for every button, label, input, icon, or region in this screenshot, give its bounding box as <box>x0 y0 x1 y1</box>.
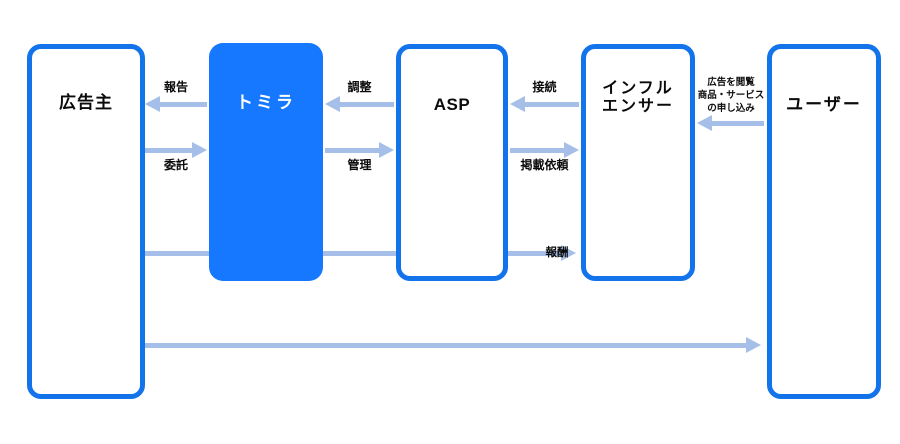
influencer-label-line1: インフル <box>602 80 674 97</box>
user-application-label-line2: 商品・サービス <box>697 90 765 101</box>
adjust-label: 調整 <box>347 80 372 94</box>
entrust-arrow-shaft <box>145 147 192 153</box>
advertiser-label: 広告主 <box>59 93 113 112</box>
arrowhead-left-icon <box>510 96 525 112</box>
influencer-box: インフル エンサー <box>581 44 695 281</box>
entrust-arrow <box>145 142 207 158</box>
report-label: 報告 <box>163 80 188 94</box>
posting-request-arrow <box>510 142 579 158</box>
user-box: ユーザー <box>767 44 881 399</box>
connect-label: 接続 <box>532 80 557 94</box>
arrowhead-right-icon <box>564 142 579 158</box>
userapp-arrow-shaft <box>712 120 764 126</box>
connect-arrow <box>510 96 579 112</box>
arrowhead-left-icon <box>145 96 160 112</box>
adjust-arrow <box>325 96 394 112</box>
manage-arrow-shaft <box>325 147 379 153</box>
posting-arrow-shaft <box>510 147 564 153</box>
arrowhead-left-icon <box>325 96 340 112</box>
manage-arrow <box>325 142 394 158</box>
report-arrow <box>145 96 207 112</box>
asp-label: ASP <box>433 95 471 114</box>
influencer-label: インフル エンサー <box>586 80 690 116</box>
reward-arrow-shaft <box>145 250 561 256</box>
influencer-label-line2: エンサー <box>601 98 674 115</box>
manage-label: 管理 <box>347 158 372 172</box>
arrowhead-left-icon <box>697 115 712 131</box>
tomira-box: トミラ <box>209 43 323 281</box>
report-arrow-shaft <box>160 101 207 107</box>
user-label: ユーザー <box>786 95 862 114</box>
reward-arrow <box>145 245 576 261</box>
user-application-label-line3: の申し込み <box>707 103 755 114</box>
tomira-label: トミラ <box>236 93 296 112</box>
arrowhead-right-icon <box>192 142 207 158</box>
user-application-label: 広告を閲覧 商品・サービス の申し込み <box>690 76 772 115</box>
connect-arrow-shaft <box>525 101 579 107</box>
arrowhead-right-icon <box>746 337 761 353</box>
adjust-arrow-shaft <box>340 101 394 107</box>
entrust-label: 委託 <box>163 158 188 172</box>
advertiser-to-user-arrow <box>145 337 761 353</box>
user-application-label-line1: 広告を閲覧 <box>707 77 755 88</box>
advertiser-box: 広告主 <box>27 44 145 399</box>
asp-box: ASP <box>396 44 508 281</box>
journey-arrow-shaft <box>145 342 746 348</box>
arrowhead-right-icon <box>379 142 394 158</box>
posting-request-label: 掲載依頼 <box>520 158 569 172</box>
user-application-arrow <box>697 115 764 131</box>
arrowhead-right-icon <box>561 245 576 261</box>
reward-label: 報酬 <box>545 247 569 259</box>
